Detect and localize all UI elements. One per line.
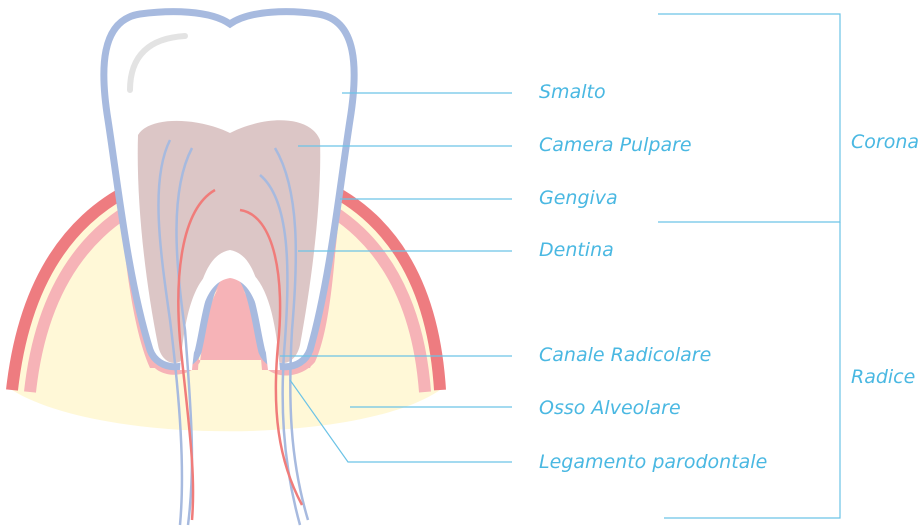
label-camera-pulpare: Camera Pulpare (539, 134, 692, 156)
bracket-corona (658, 14, 840, 222)
bracket-radice (664, 222, 840, 518)
label-gengiva: Gengiva (539, 187, 618, 209)
label-osso-alveolare: Osso Alveolare (539, 397, 681, 419)
label-canale-radicolare: Canale Radicolare (539, 344, 711, 366)
section-label-corona: Corona (851, 131, 919, 153)
section-brackets (658, 14, 840, 518)
section-label-radice: Radice (851, 366, 915, 388)
label-legamento-parodontale: Legamento parodontale (539, 451, 767, 473)
label-smalto: Smalto (539, 81, 606, 103)
label-dentina: Dentina (539, 239, 614, 261)
